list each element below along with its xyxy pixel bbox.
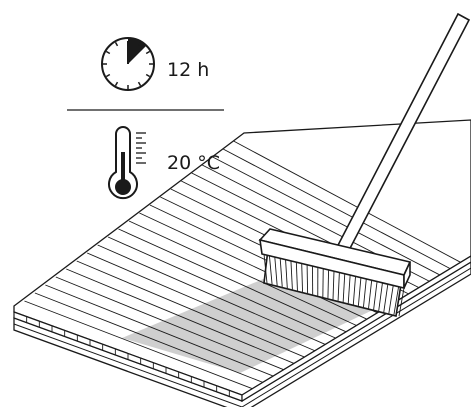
clock-icon: [102, 38, 154, 90]
duration-label: 12 h: [167, 61, 209, 80]
temperature-label: 20 °C: [167, 154, 220, 173]
thermometer-icon: [109, 127, 146, 198]
